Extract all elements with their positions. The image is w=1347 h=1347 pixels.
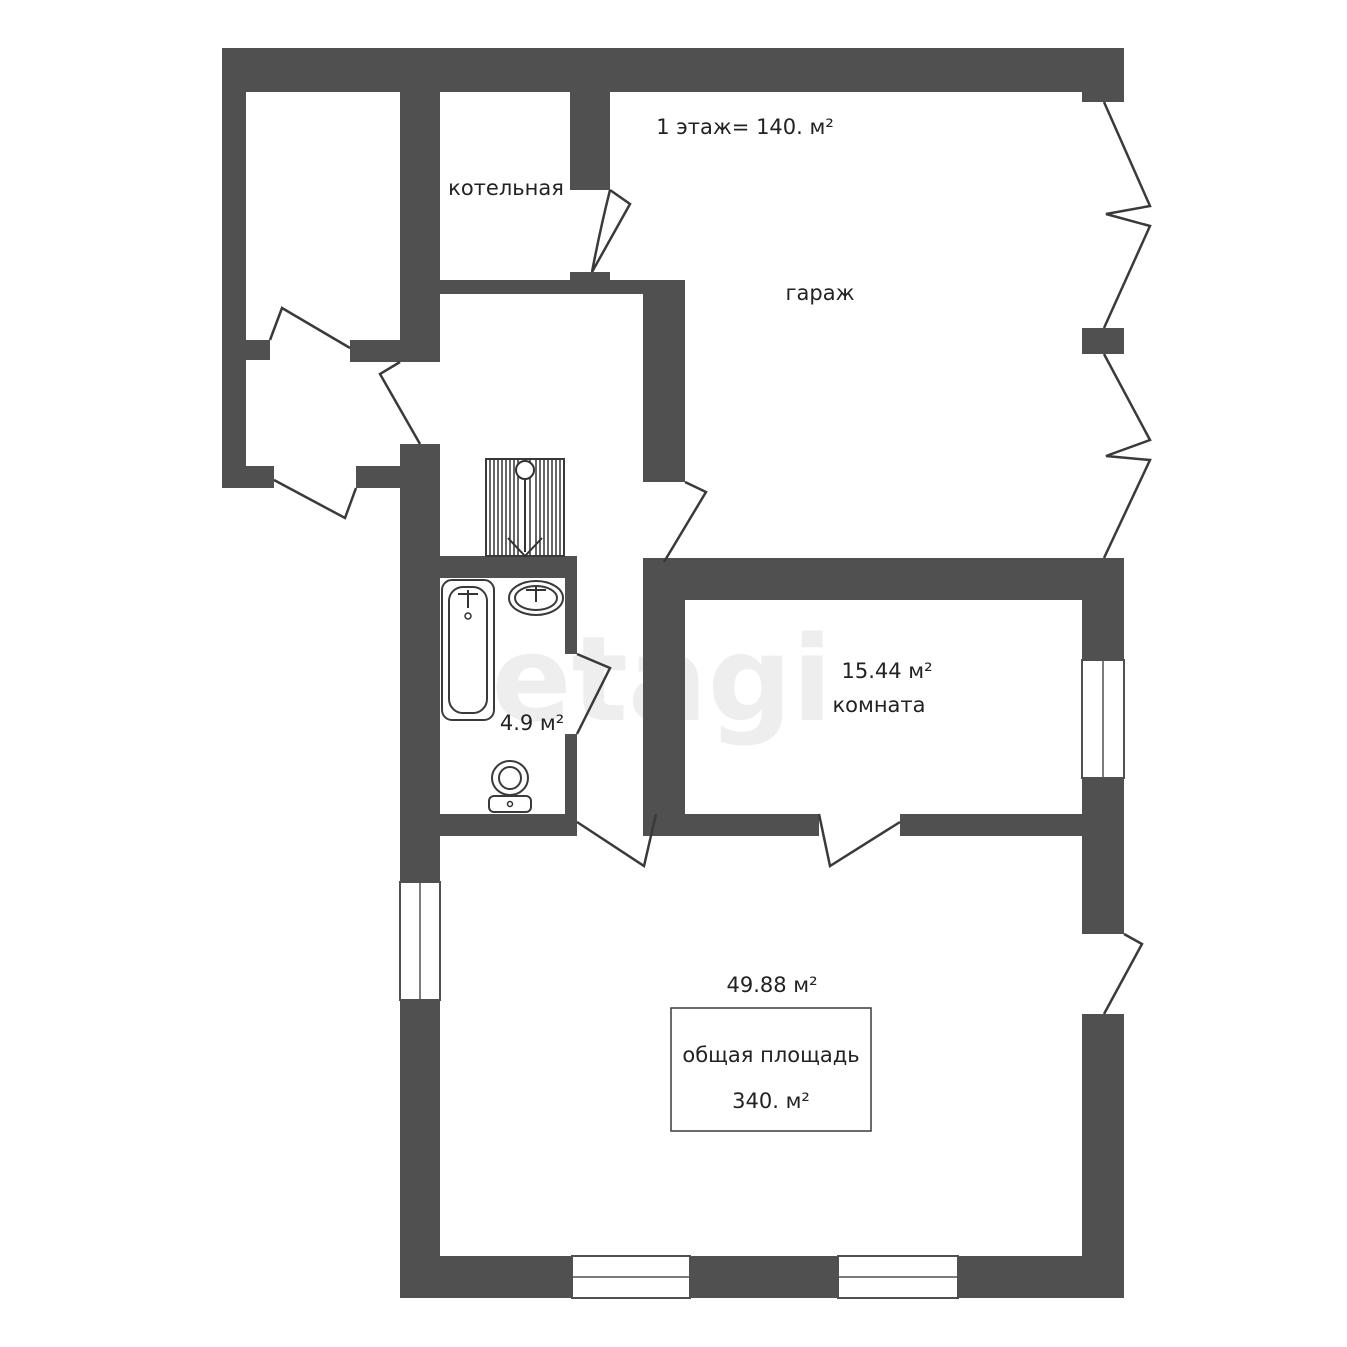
- wall-room-bottom-b: [900, 814, 1124, 836]
- wall-bottom-b: [690, 1256, 838, 1298]
- garage-gate-upper: [1102, 101, 1152, 329]
- door-exterior-right: [1102, 932, 1144, 1015]
- wall-left-outer: [222, 48, 246, 488]
- door-room: [817, 813, 901, 869]
- garage-gate-lower: [1102, 353, 1152, 559]
- wall-garage-pillar: [1082, 328, 1124, 354]
- wall-bottom-c: [958, 1256, 1124, 1298]
- wall-corridor-right: [643, 280, 685, 482]
- wall-corridor-left: [400, 444, 440, 1298]
- doors: [268, 101, 1152, 1015]
- wall-boiler-divider: [570, 92, 610, 190]
- room-area-label: 15.44 м²: [841, 659, 932, 683]
- total-area-box: [670, 1007, 872, 1132]
- wall-left-bottom-b: [356, 466, 402, 488]
- door-storage-upper: [268, 306, 351, 350]
- garage-label: гараж: [785, 281, 854, 305]
- wall-room-top: [643, 558, 1124, 600]
- wall-left-mid-a: [222, 340, 270, 360]
- floor-area-label: 1 этаж= 140. м²: [656, 115, 834, 139]
- door-bathroom: [575, 652, 612, 735]
- room-name-label: комната: [832, 693, 925, 717]
- wall-room-bottom-a: [643, 814, 819, 836]
- wall-right-b: [1082, 778, 1124, 934]
- door-hall-corridor: [576, 813, 658, 869]
- wall-bath-right-b: [565, 734, 577, 814]
- total-area-title: общая площадь: [682, 1043, 859, 1067]
- walls: [222, 48, 1124, 1298]
- wall-storage-divider: [400, 92, 440, 362]
- windows: [399, 659, 1125, 1299]
- wall-left-bottom-a: [222, 466, 274, 488]
- wall-bath-bottom: [440, 814, 577, 836]
- stairs: [485, 458, 565, 558]
- wall-boiler-bottom: [440, 280, 685, 294]
- boiler-room-label: котельная: [448, 176, 564, 200]
- wall-bottom-a: [400, 1256, 572, 1298]
- door-boiler: [590, 188, 632, 273]
- wall-right-a: [1082, 558, 1124, 660]
- wall-top-right-stub: [1082, 48, 1124, 102]
- wall-bath-top: [440, 556, 577, 578]
- door-corridor-entry: [378, 360, 422, 445]
- wall-boiler-door-stub: [570, 272, 610, 294]
- bathroom-area-label: 4.9 м²: [500, 711, 564, 735]
- wall-bath-right-a: [565, 556, 577, 654]
- wall-top: [222, 48, 1124, 92]
- door-storage-lower: [273, 478, 358, 520]
- wall-right-c: [1082, 1014, 1124, 1298]
- bathroom-fixtures: [441, 579, 564, 813]
- hall-area-label: 49.88 м²: [726, 973, 817, 997]
- wall-room-left: [643, 558, 685, 814]
- total-area-value: 340. м²: [732, 1089, 810, 1113]
- door-garage: [662, 480, 708, 563]
